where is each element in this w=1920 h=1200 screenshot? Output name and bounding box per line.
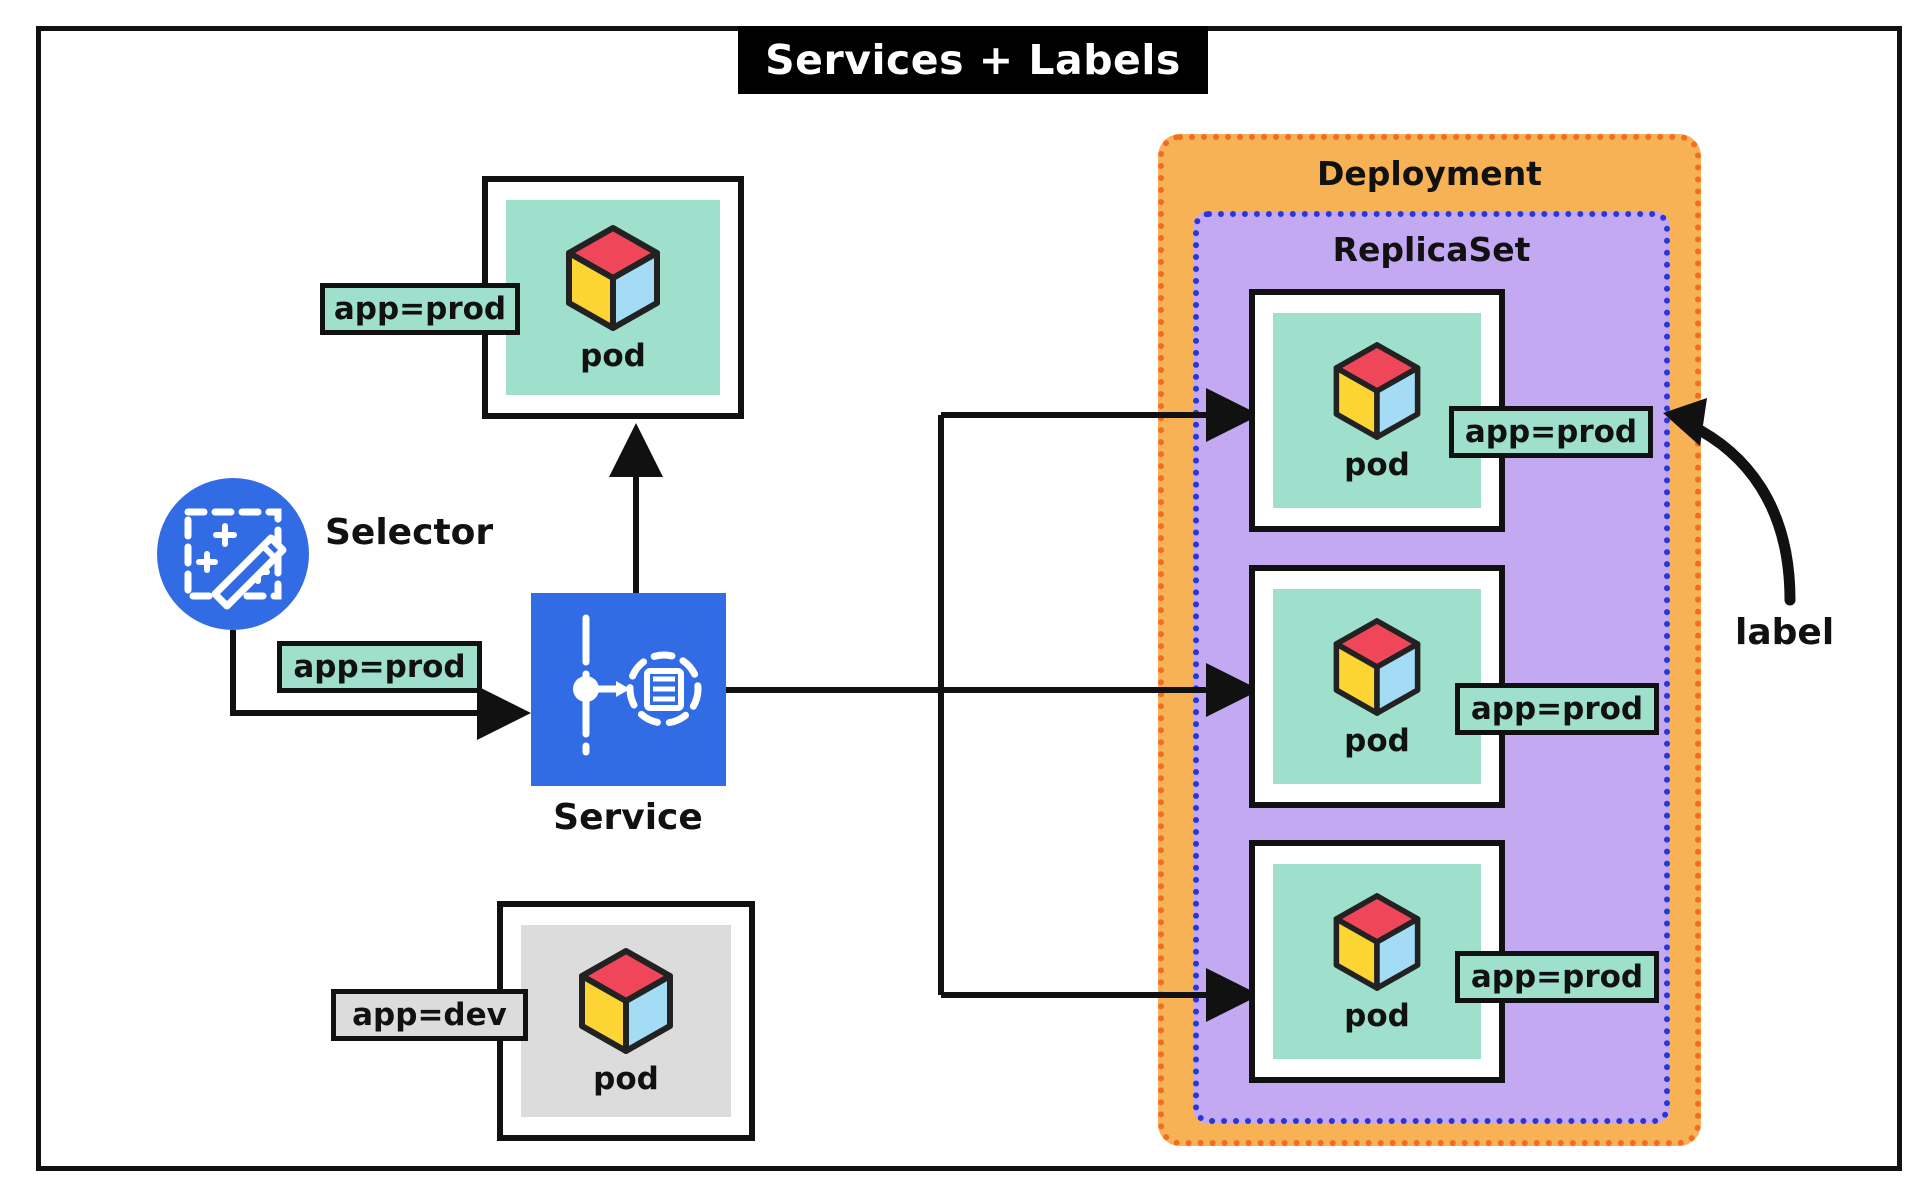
pod-label: pod — [593, 1061, 659, 1097]
tag-text: app=prod — [333, 291, 507, 327]
tag-text: app=prod — [1470, 959, 1644, 995]
diagram-title-bar: Services + Labels — [738, 26, 1208, 94]
pod-inner: pod — [1273, 589, 1481, 784]
tag-pod-dev-bottom: app=dev — [331, 989, 528, 1041]
pod-inner: pod — [1273, 313, 1481, 508]
tag-pod-rs-2: app=prod — [1455, 683, 1659, 735]
cube-icon — [566, 224, 660, 331]
cube-icon — [1333, 341, 1421, 440]
service-caption: Service — [553, 797, 703, 838]
tag-pod-prod-top: app=prod — [320, 283, 520, 335]
replicaset-title: ReplicaSet — [1332, 230, 1531, 269]
deployment-title: Deployment — [1317, 154, 1542, 193]
pod-card-rs-1: pod — [1249, 289, 1505, 532]
service-node[interactable] — [531, 593, 726, 786]
pod-card-rs-3: pod — [1249, 840, 1505, 1083]
tag-pod-rs-1: app=prod — [1449, 406, 1653, 458]
pod-inner: pod — [506, 200, 720, 395]
service-icon — [573, 614, 702, 765]
pod-label: pod — [580, 337, 646, 374]
pod-inner: pod — [521, 925, 731, 1117]
pod-label: pod — [1344, 997, 1410, 1034]
cube-icon — [579, 948, 673, 1054]
page-title: Services + Labels — [765, 36, 1181, 84]
selector-caption: Selector — [325, 512, 494, 553]
tag-text: app=prod — [293, 649, 466, 685]
cube-icon — [1333, 892, 1421, 991]
cube-icon — [1333, 617, 1421, 716]
pod-card-prod-top: pod — [482, 176, 744, 419]
tag-pod-rs-3: app=prod — [1455, 951, 1659, 1003]
selector-wand-icon — [184, 508, 287, 610]
selector-node[interactable] — [157, 478, 309, 630]
tag-text: app=dev — [352, 997, 507, 1033]
pod-card-dev-bottom: pod — [497, 901, 755, 1141]
tag-selector: app=prod — [277, 641, 482, 693]
pod-label: pod — [1344, 722, 1410, 759]
pod-label: pod — [1344, 446, 1410, 483]
tag-text: app=prod — [1470, 691, 1644, 727]
pod-inner: pod — [1273, 864, 1481, 1059]
tag-text: app=prod — [1464, 414, 1638, 450]
label-annotation-caption: label — [1735, 612, 1835, 653]
